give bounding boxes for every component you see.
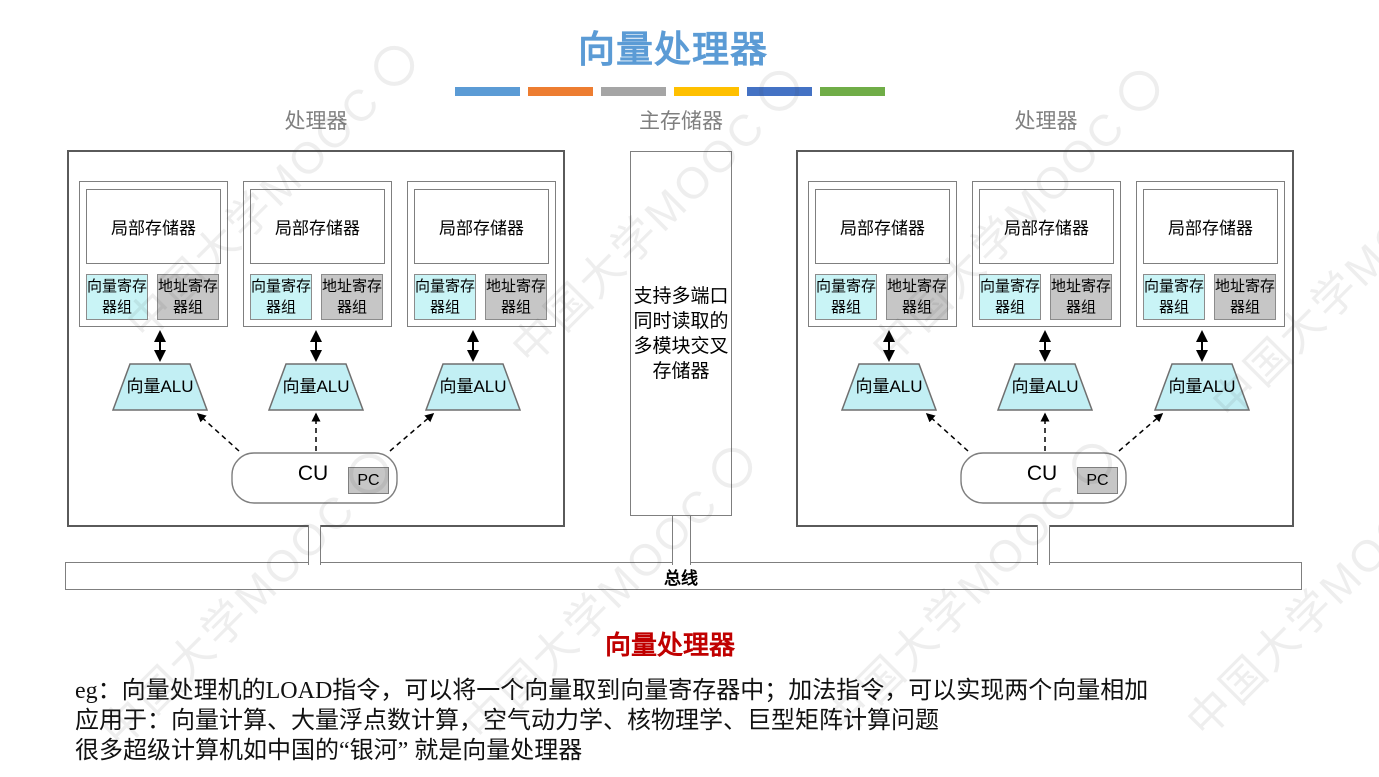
local-memory-box: 局部存储器 — [979, 189, 1114, 264]
vector-alu-text: 向量ALU — [126, 377, 194, 396]
right-processor-label: 处理器 — [1014, 110, 1078, 133]
bus-label: 总线 — [664, 568, 698, 588]
vector-alu-shape — [424, 363, 522, 411]
processing-module: 局部存储器 向量寄存器组 地址寄存器组 — [808, 181, 957, 327]
processing-module: 局部存储器 向量寄存器组 地址寄存器组 — [243, 181, 392, 327]
program-counter-box: PC — [348, 467, 389, 494]
vector-alu-text: 向量ALU — [439, 377, 507, 396]
address-register-box: 地址寄存器组 — [1050, 274, 1112, 320]
note-line: eg：向量处理机的LOAD指令，可以将一个向量取到向量寄存器中；加法指令，可以实… — [75, 678, 1149, 704]
divider-bar — [601, 87, 666, 96]
vector-alu-shape — [267, 363, 365, 411]
processor-bus-connector — [308, 525, 321, 565]
vector-alu-text: 向量ALU — [1168, 377, 1236, 396]
local-memory-box: 局部存储器 — [250, 189, 385, 264]
divider-bar — [747, 87, 812, 96]
main-memory-box: 支持多端口同时读取的多模块交叉存储器 — [630, 151, 732, 516]
control-unit-text: CU — [1026, 462, 1058, 485]
right-processor-panel: 局部存储器 向量寄存器组 地址寄存器组 局部存储器 向量寄存器组 地址寄存器组 … — [796, 150, 1294, 565]
vector-register-box: 向量寄存器组 — [414, 274, 476, 320]
local-memory-box: 局部存储器 — [1143, 189, 1278, 264]
local-memory-box: 局部存储器 — [815, 189, 950, 264]
vector-alu-shape — [111, 363, 209, 411]
vector-alu-text: 向量ALU — [282, 377, 350, 396]
divider-bar — [455, 87, 520, 96]
divider-bar — [674, 87, 739, 96]
vector-register-box: 向量寄存器组 — [86, 274, 148, 320]
note-line: 应用于：向量计算、大量浮点数计算，空气动力学、核物理学、巨型矩阵计算问题 — [75, 708, 939, 734]
divider-bars — [455, 87, 885, 96]
local-memory-box: 局部存储器 — [414, 189, 549, 264]
vector-alu-shape — [1153, 363, 1251, 411]
address-register-box: 地址寄存器组 — [886, 274, 948, 320]
control-unit-text: CU — [297, 462, 329, 485]
address-register-box: 地址寄存器组 — [321, 274, 383, 320]
main-memory-text: 支持多端口同时读取的多模块交叉存储器 — [633, 285, 729, 382]
vector-register-box: 向量寄存器组 — [250, 274, 312, 320]
processing-module: 局部存储器 向量寄存器组 地址寄存器组 — [972, 181, 1121, 327]
vector-alu-shape — [840, 363, 938, 411]
diagram-caption: 向量处理器 — [604, 630, 735, 660]
address-register-box: 地址寄存器组 — [485, 274, 547, 320]
vector-register-box: 向量寄存器组 — [979, 274, 1041, 320]
program-counter-box: PC — [1077, 467, 1118, 494]
divider-bar — [528, 87, 593, 96]
main-memory-label: 主存储器 — [639, 110, 723, 133]
processing-module: 局部存储器 向量寄存器组 地址寄存器组 — [1136, 181, 1285, 327]
notes-block: eg：向量处理机的LOAD指令，可以将一个向量取到向量寄存器中；加法指令，可以实… — [75, 676, 1365, 766]
bus-bar: 总线 — [65, 562, 1302, 590]
memory-bus-connector — [672, 516, 691, 565]
vector-alu-text: 向量ALU — [855, 377, 923, 396]
vector-alu-shape — [996, 363, 1094, 411]
processor-bus-connector — [1037, 525, 1050, 565]
processing-module: 局部存储器 向量寄存器组 地址寄存器组 — [407, 181, 556, 327]
address-register-box: 地址寄存器组 — [157, 274, 219, 320]
left-processor-panel: 局部存储器 向量寄存器组 地址寄存器组 局部存储器 向量寄存器组 地址寄存器组 … — [67, 150, 565, 565]
divider-bar — [820, 87, 885, 96]
local-memory-box: 局部存储器 — [86, 189, 221, 264]
left-processor-label: 处理器 — [284, 110, 348, 133]
vector-register-box: 向量寄存器组 — [815, 274, 877, 320]
vector-alu-text: 向量ALU — [1011, 377, 1079, 396]
processor-arrows-graphic — [111, 330, 522, 504]
processing-module: 局部存储器 向量寄存器组 地址寄存器组 — [79, 181, 228, 327]
address-register-box: 地址寄存器组 — [1214, 274, 1276, 320]
page-title: 向量处理器 — [578, 29, 768, 70]
note-line: 很多超级计算机如中国的“银河” 就是向量处理器 — [75, 738, 583, 764]
vector-register-box: 向量寄存器组 — [1143, 274, 1205, 320]
